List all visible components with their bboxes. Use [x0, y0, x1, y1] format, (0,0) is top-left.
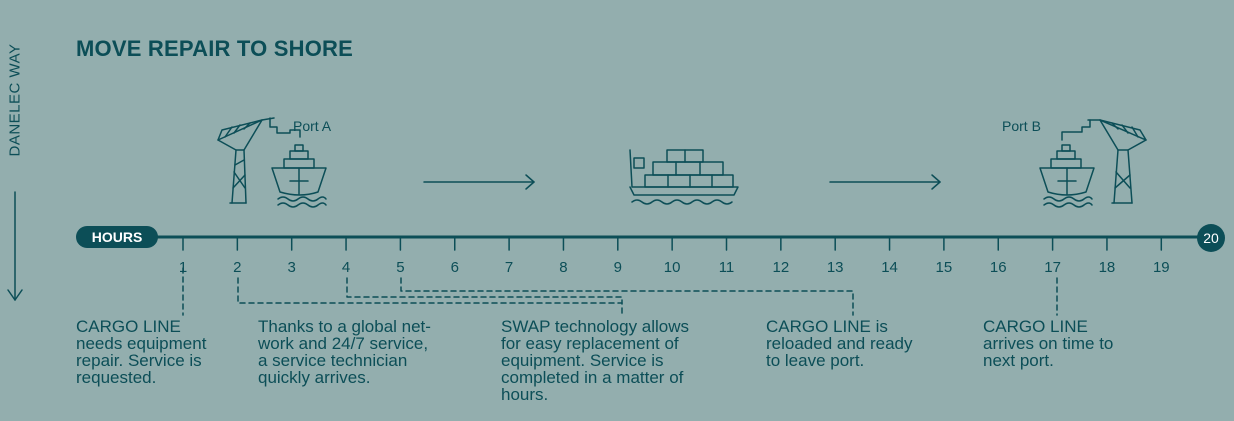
step-description: CARGO LINE arrives on time to next port.: [983, 317, 1114, 370]
side-arrow-icon: [7, 191, 23, 301]
timeline-end-badge: 20: [1197, 224, 1225, 252]
tick-label: 5: [396, 259, 405, 276]
arrow-right-icon: [829, 174, 941, 190]
tick-label: 10: [663, 259, 681, 276]
tick-label: 16: [989, 259, 1007, 276]
timeline-ticks: [182, 236, 1163, 251]
port-b-label: Port B: [1002, 118, 1041, 134]
port-a-label: Port A: [293, 118, 332, 134]
crane-icon: [217, 117, 301, 204]
step-description: Thanks to a global net- work and 24/7 se…: [258, 317, 431, 387]
tick-label: 13: [826, 259, 844, 276]
step-description: SWAP technology allows for easy replacem…: [501, 317, 690, 404]
step-description: CARGO LINE needs equipment repair. Servi…: [76, 317, 207, 387]
tick-label: 15: [935, 259, 953, 276]
step-description: CARGO LINE is reloaded and ready to leav…: [766, 317, 913, 370]
tick-label: 11: [718, 259, 735, 276]
ship-icon: [271, 144, 327, 208]
tick-label: 3: [287, 259, 296, 276]
tick-label: 8: [559, 259, 568, 276]
tick-label: 18: [1098, 259, 1116, 276]
tick-label: 12: [772, 259, 790, 276]
tick-label: 19: [1152, 259, 1170, 276]
connector-5-to-13: [400, 277, 854, 316]
cargo-ship-icon: [629, 149, 739, 205]
crane-icon: [1061, 119, 1147, 204]
tick-label: 1: [178, 259, 188, 276]
connector-4-to-9: [346, 277, 623, 304]
tick-label: 2: [233, 259, 242, 276]
dashed-connectors: [182, 267, 1058, 316]
arrow-right-icon: [423, 174, 535, 190]
timeline-start-badge: HOURS: [76, 226, 158, 248]
tick-label: 6: [450, 259, 459, 276]
tick-label: 14: [881, 259, 898, 276]
page-title: MOVE REPAIR TO SHORE: [76, 36, 354, 61]
connector-2-to-9: [237, 277, 623, 316]
tick-label: 9: [613, 259, 622, 276]
ship-icon: [1039, 144, 1095, 208]
tick-label: 17: [1044, 259, 1061, 276]
tick-label: 7: [504, 259, 514, 276]
tick-label: 4: [341, 259, 351, 276]
